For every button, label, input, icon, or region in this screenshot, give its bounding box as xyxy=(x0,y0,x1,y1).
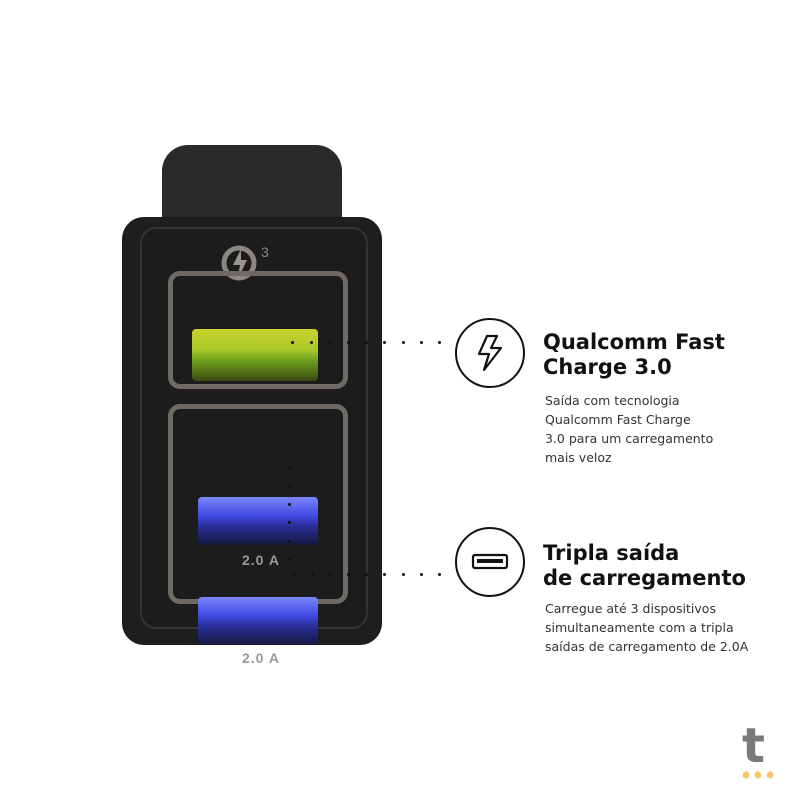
desc-line: simultaneamente com a tripla xyxy=(545,620,734,635)
brand-logo-letter: t xyxy=(742,722,765,774)
brand-dot xyxy=(742,771,750,779)
feature-1-title-line1: Qualcomm Fast xyxy=(543,330,725,354)
desc-line: mais veloz xyxy=(545,450,612,465)
usb-port-qc xyxy=(192,329,318,381)
charger-body: 3 2.0 A 2.0 A xyxy=(122,217,382,666)
qc-port-frame xyxy=(168,271,348,389)
feature-1-title-line2: Charge 3.0 xyxy=(543,355,672,379)
desc-line: Qualcomm Fast Charge xyxy=(545,412,691,427)
qc-superscript: 3 xyxy=(261,244,269,260)
charger-product: 3 2.0 A 2.0 A xyxy=(122,145,382,666)
port-label-2: 2.0 A xyxy=(242,650,280,666)
brand-dot xyxy=(766,771,774,779)
desc-line: Carregue até 3 dispositivos xyxy=(545,601,716,616)
feature-2-title: Tripla saída de carregamento xyxy=(543,541,746,591)
feature-1-icon-circle xyxy=(455,318,525,388)
feature-1-title: Qualcomm Fast Charge 3.0 xyxy=(543,330,725,380)
feature-2-title-line1: Tripla saída xyxy=(543,541,680,565)
feature-2-description: Carregue até 3 dispositivos simultaneame… xyxy=(545,599,748,656)
port-label-1: 2.0 A xyxy=(242,552,280,568)
feature-1-description: Saída com tecnologia Qualcomm Fast Charg… xyxy=(545,391,713,467)
feature-2-icon-circle xyxy=(455,527,525,597)
feature-2-title-line2: de carregamento xyxy=(543,566,746,590)
desc-line: saídas de carregamento de 2.0A xyxy=(545,639,749,654)
usb-port-2a-2 xyxy=(198,597,318,645)
lightning-icon xyxy=(477,334,503,372)
charger-face: 3 2.0 A 2.0 A xyxy=(140,227,368,666)
desc-line: Saída com tecnologia xyxy=(545,393,680,408)
usb-port-2a-1 xyxy=(198,497,318,545)
quick-charge-icon: 3 xyxy=(221,244,269,281)
usb-port-icon xyxy=(471,553,509,570)
desc-line: 3.0 para um carregamento xyxy=(545,431,714,446)
brand-logo: t xyxy=(742,722,774,779)
brand-dot xyxy=(754,771,762,779)
